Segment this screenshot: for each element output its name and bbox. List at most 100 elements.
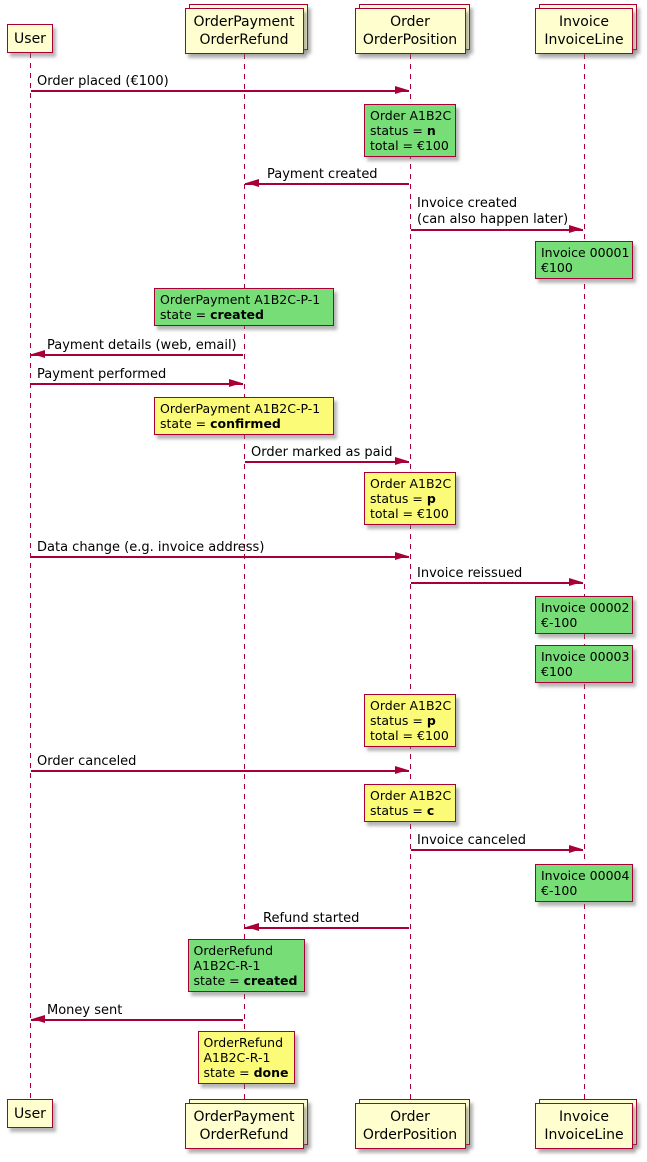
message-label: Order placed (€100) bbox=[37, 74, 169, 90]
note-bold-text: created bbox=[210, 307, 264, 322]
note-line: status = p bbox=[370, 713, 450, 728]
message-label-line: Data change (e.g. invoice address) bbox=[37, 540, 265, 555]
message-line bbox=[411, 849, 583, 851]
message-label: Data change (e.g. invoice address) bbox=[37, 540, 264, 556]
participant-label-line: OrderRefund bbox=[199, 32, 289, 48]
note-text: Order A1B2C bbox=[370, 698, 452, 713]
participant-label-line: OrderPosition bbox=[362, 32, 458, 48]
note-line: state = created bbox=[194, 973, 299, 988]
message-line bbox=[411, 582, 583, 584]
note-line: €-100 bbox=[541, 883, 627, 898]
participant-label-line: User bbox=[14, 1105, 46, 1122]
note-line: total = €100 bbox=[370, 138, 450, 153]
message-label: Refund started bbox=[263, 911, 359, 927]
note-text: Invoice 00004 bbox=[541, 868, 630, 883]
message-label-line: Invoice canceled bbox=[417, 833, 526, 848]
message-line bbox=[411, 229, 583, 231]
note-text: state = bbox=[203, 1065, 254, 1080]
participant-box: User bbox=[7, 24, 53, 53]
message-arrowhead-left-icon bbox=[32, 350, 45, 359]
participant-label-line: Invoice bbox=[558, 14, 610, 30]
note-text: OrderRefund bbox=[203, 1035, 284, 1050]
note-line: Invoice 00001 bbox=[541, 245, 629, 260]
note-bold-text: n bbox=[426, 123, 436, 138]
note-text: state = bbox=[160, 416, 211, 431]
message-label: Order canceled bbox=[37, 754, 136, 770]
message-label: Invoice created(can also happen later) bbox=[417, 196, 568, 227]
note-bold-text: p bbox=[426, 491, 436, 506]
note-text: €-100 bbox=[541, 883, 578, 898]
message-arrowhead-right-icon bbox=[569, 578, 582, 587]
participant-label-line: Order bbox=[390, 1109, 430, 1125]
message-arrowhead-right-icon bbox=[395, 552, 408, 561]
note-text: state = bbox=[193, 973, 244, 988]
note-bold-text: p bbox=[426, 713, 436, 728]
note-line: state = created bbox=[160, 307, 328, 322]
note-line: Order A1B2C bbox=[370, 698, 452, 713]
message-label: Payment performed bbox=[37, 367, 166, 383]
participant-label-line: OrderRefund bbox=[199, 1127, 289, 1143]
message-arrowhead-left-icon bbox=[32, 1015, 45, 1024]
message-label-line: Invoice created bbox=[417, 196, 518, 211]
participant-label-line: Order bbox=[390, 14, 430, 30]
message-arrowhead-left-icon bbox=[246, 179, 259, 188]
message-label-line: Order marked as paid bbox=[251, 445, 393, 460]
participant-label: User bbox=[8, 30, 52, 48]
note-text: €100 bbox=[541, 260, 573, 275]
note-line: total = €100 bbox=[370, 506, 450, 521]
message-label: Payment created bbox=[267, 167, 378, 183]
note-line: Order A1B2C bbox=[370, 108, 451, 123]
note-line: total = €100 bbox=[370, 728, 450, 743]
participant-label: User bbox=[8, 1105, 52, 1123]
note-line: €100 bbox=[541, 260, 627, 275]
message-label-line: Payment performed bbox=[37, 367, 167, 382]
message-line bbox=[245, 461, 409, 463]
message-arrowhead-right-icon bbox=[569, 845, 582, 854]
note-line: OrderRefund bbox=[194, 943, 299, 958]
message-arrowhead-right-icon bbox=[395, 766, 408, 775]
note-line: Order A1B2C bbox=[370, 476, 451, 491]
note-text: A1B2C-R-1 bbox=[203, 1050, 271, 1065]
message-line bbox=[31, 90, 409, 92]
note: Invoice 00002€-100 bbox=[535, 596, 633, 634]
note-bold-text: c bbox=[426, 803, 435, 818]
message-arrowhead-right-icon bbox=[395, 86, 408, 95]
note: Invoice 00001€100 bbox=[535, 241, 633, 279]
note-line: Invoice 00002 bbox=[541, 600, 629, 615]
message-label-line: Money sent bbox=[47, 1003, 123, 1018]
note-text: OrderPayment A1B2C-P-1 bbox=[160, 292, 321, 307]
participant-box: User bbox=[7, 1099, 53, 1128]
lifeline-invoice bbox=[584, 54, 585, 1103]
note-text: total = €100 bbox=[370, 138, 449, 153]
message-arrowhead-left-icon bbox=[246, 923, 259, 932]
note-bold-text: confirmed bbox=[210, 416, 281, 431]
note-text: Invoice 00003 bbox=[541, 649, 630, 664]
note-line: A1B2C-R-1 bbox=[194, 958, 299, 973]
message-label: Payment details (web, email) bbox=[47, 338, 237, 354]
note-line: Invoice 00004 bbox=[541, 868, 630, 883]
participant-label-line: InvoiceLine bbox=[544, 1127, 624, 1143]
participant-label-line: Invoice bbox=[558, 1109, 610, 1125]
note-text: Order A1B2C bbox=[370, 788, 452, 803]
note-line: €-100 bbox=[541, 615, 627, 630]
message-label-line: Order placed (€100) bbox=[37, 74, 169, 89]
message-label-line: Order canceled bbox=[37, 754, 137, 769]
note-line: state = done bbox=[204, 1065, 289, 1080]
message-label: Money sent bbox=[47, 1003, 122, 1019]
note-text: state = bbox=[160, 307, 211, 322]
